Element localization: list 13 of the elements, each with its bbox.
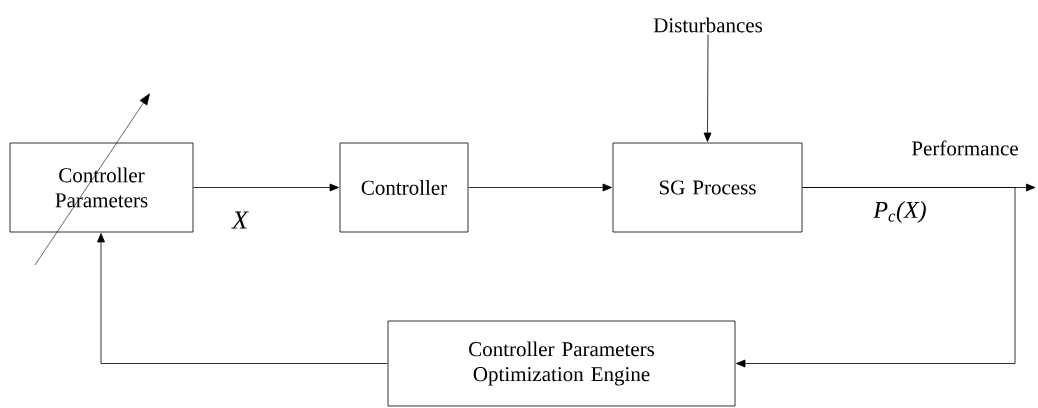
process-box: Controller Parameters: [9, 142, 194, 233]
arrow: [468, 183, 612, 192]
arrow: [97, 233, 388, 364]
edge-label: Performance: [912, 140, 1018, 156]
process-box: Controller Parameters Optimization Engine: [387, 320, 736, 407]
arrow: [703, 34, 712, 142]
signal-label: P$_{c}$(X): [873, 201, 926, 223]
input-label: Disturbances: [653, 17, 763, 33]
process-box: Controller: [339, 142, 469, 233]
arrow: [736, 187, 1016, 368]
process-box: SG Process: [612, 142, 803, 233]
edge-label: X: [231, 211, 249, 229]
arrow: [193, 183, 339, 192]
